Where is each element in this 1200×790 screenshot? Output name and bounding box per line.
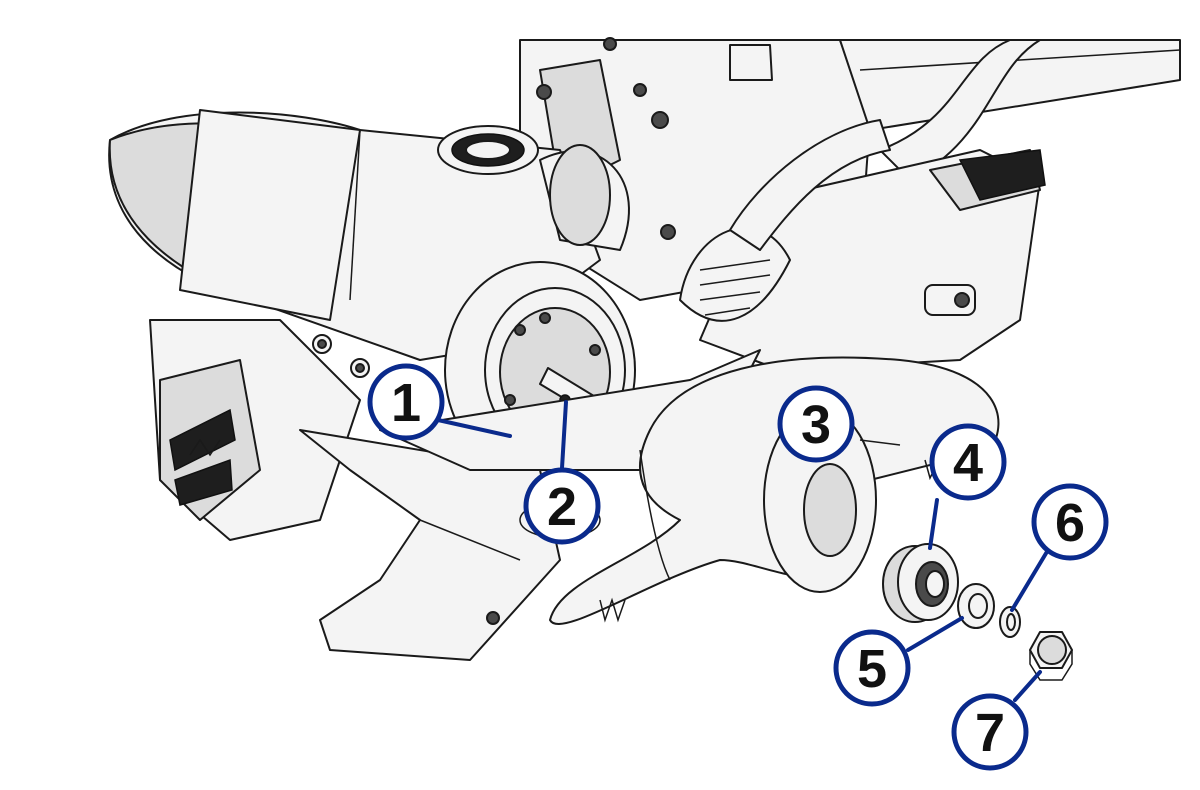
svg-text:2: 2 bbox=[547, 477, 577, 537]
svg-text:1: 1 bbox=[391, 373, 421, 433]
svg-text:7: 7 bbox=[975, 703, 1005, 763]
callout-2: 2 bbox=[523, 467, 601, 545]
lock-washer bbox=[999, 606, 1021, 638]
callout-5: 5 bbox=[833, 629, 911, 707]
svg-text:3: 3 bbox=[801, 395, 831, 455]
callout-6: 6 bbox=[1031, 483, 1109, 561]
callout-7: 7 bbox=[951, 693, 1029, 771]
svg-text:6: 6 bbox=[1055, 493, 1085, 553]
svg-text:5: 5 bbox=[857, 639, 887, 699]
svg-text:4: 4 bbox=[953, 433, 983, 493]
side-housing bbox=[679, 119, 1046, 371]
callout-4: 4 bbox=[929, 423, 1007, 501]
callout-3: 3 bbox=[777, 385, 855, 463]
prop-hub-bearing bbox=[882, 543, 959, 623]
hex-nut bbox=[1029, 631, 1073, 681]
leader-lines bbox=[436, 400, 1050, 702]
callout-1: 1 bbox=[367, 363, 445, 441]
washer bbox=[957, 583, 995, 629]
